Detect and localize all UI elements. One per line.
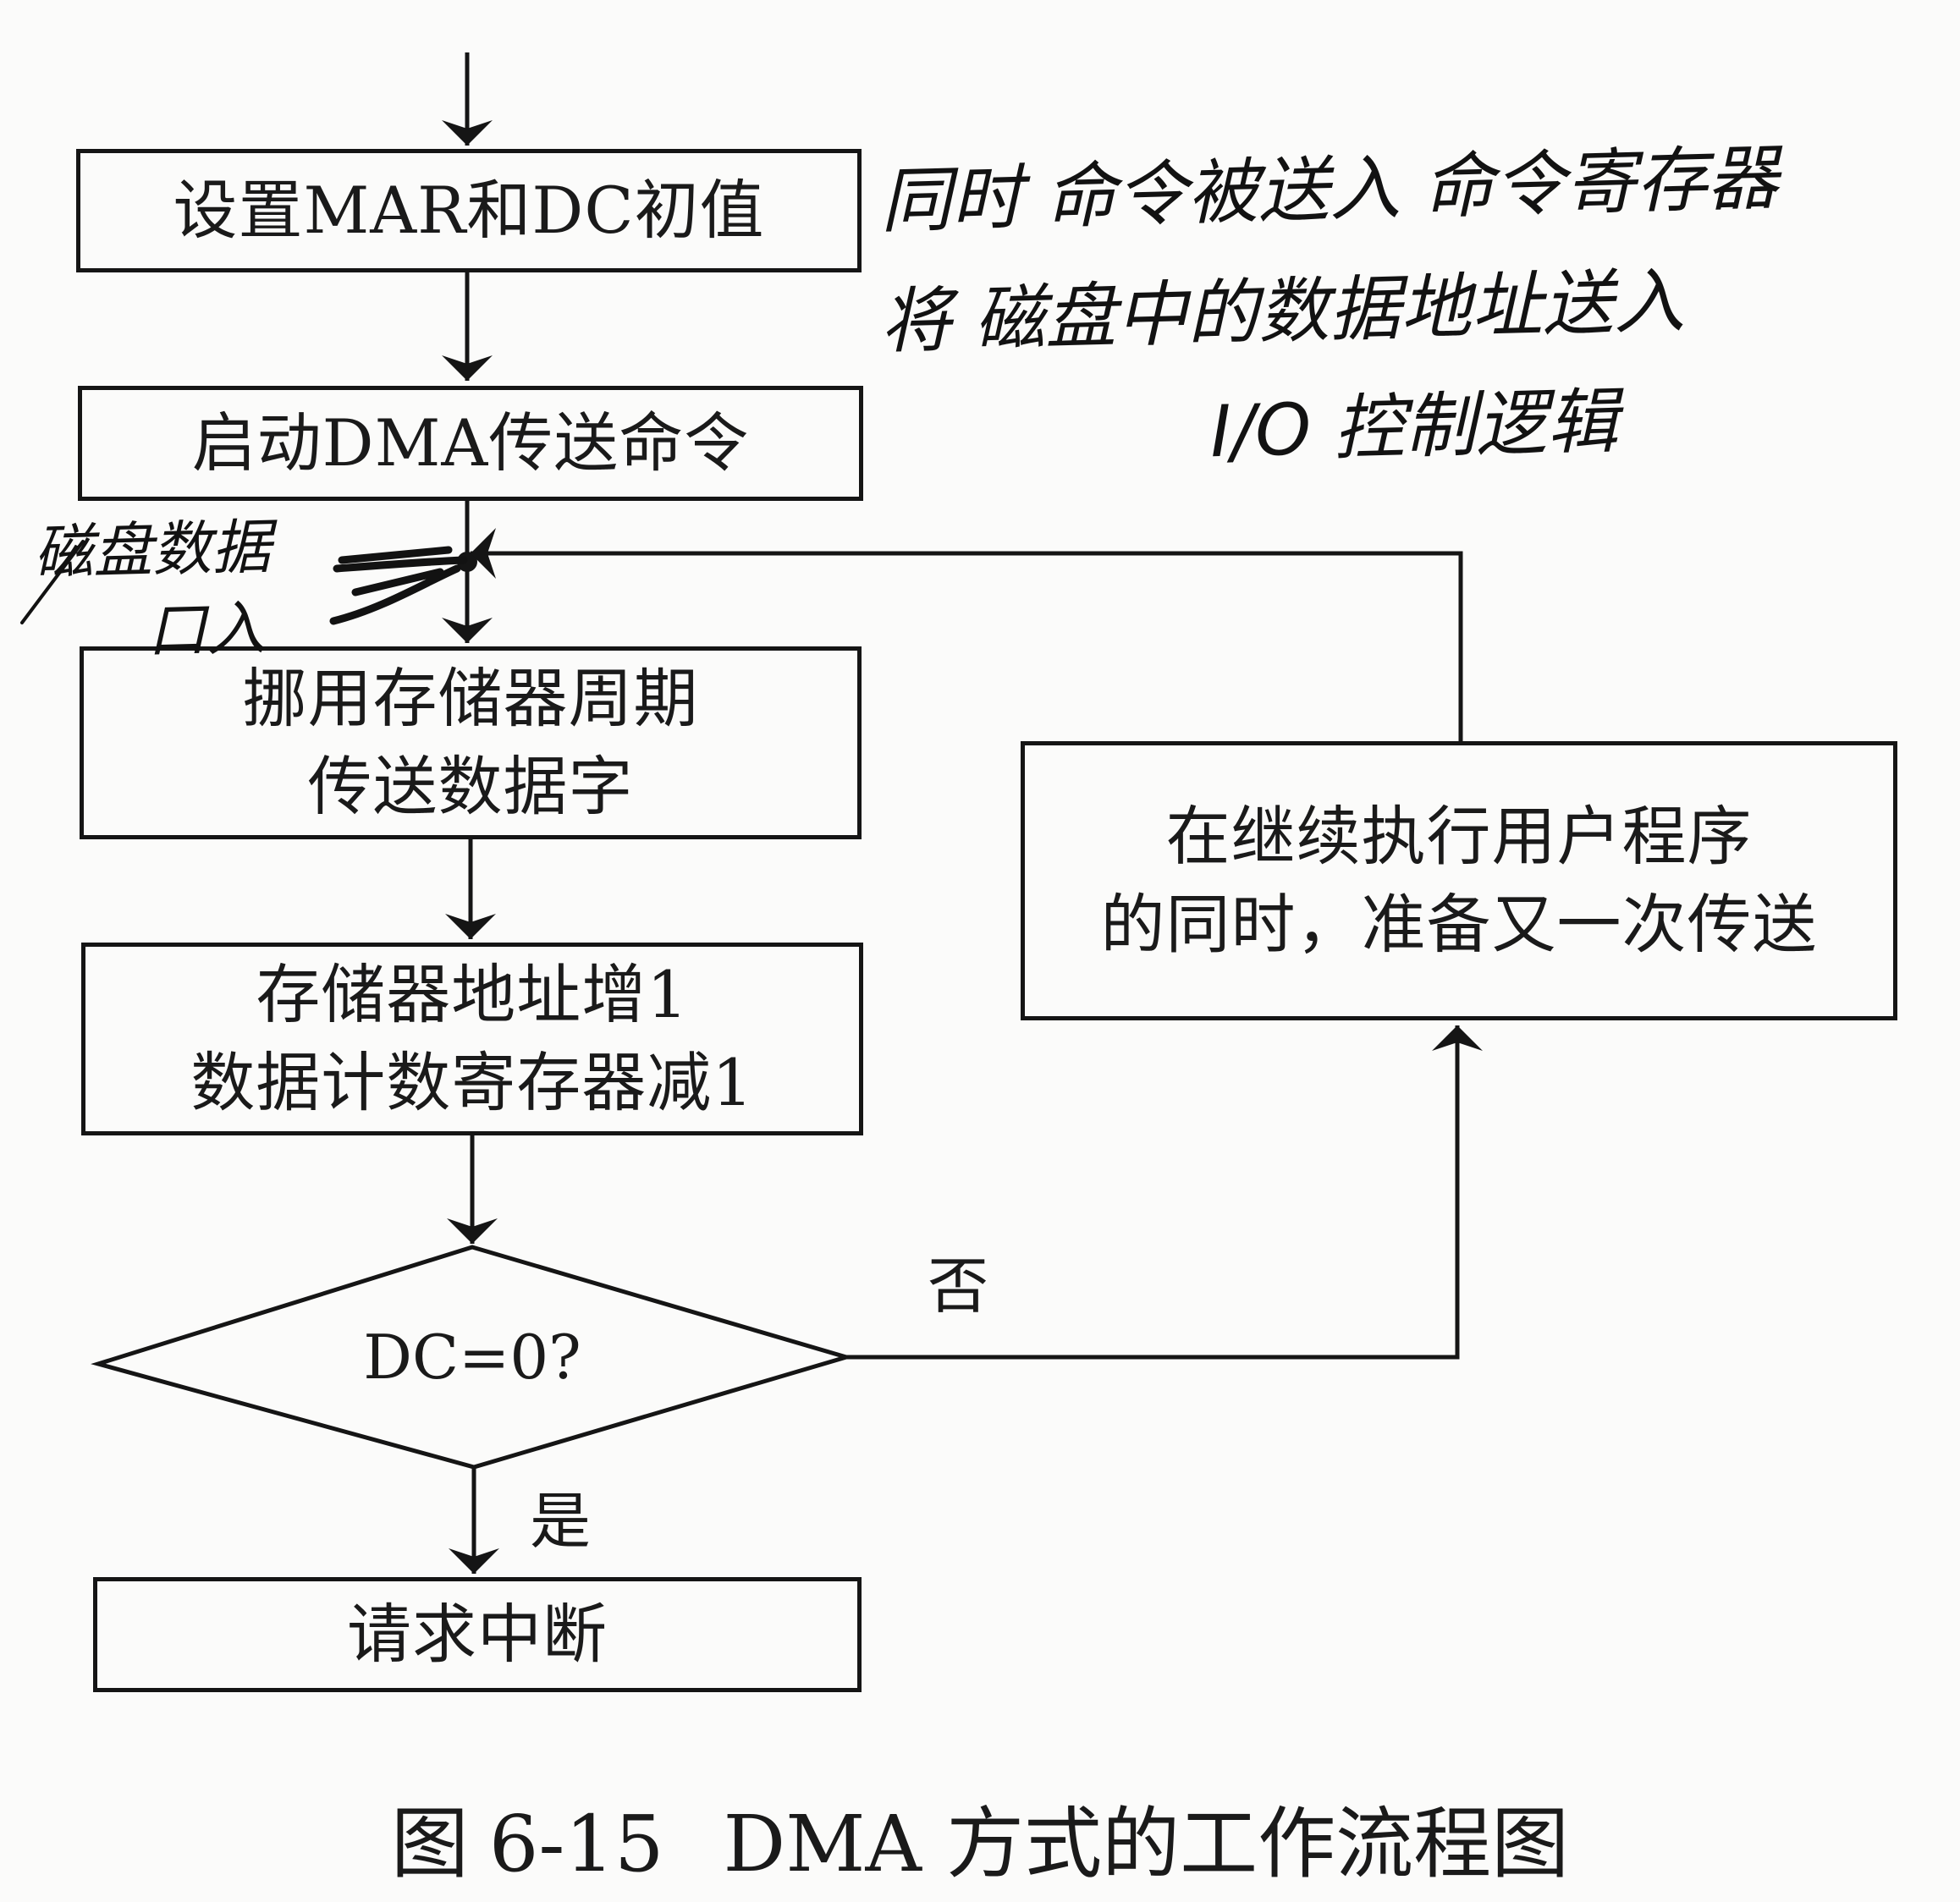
caption-number: 6-15	[488, 1799, 664, 1889]
step-cycle-steal-line2: 传送数据字	[307, 749, 634, 824]
handwritten-left-line1: 磁盘数据	[32, 512, 273, 588]
step-start-dma-label: 启动DMA传送命令	[191, 405, 750, 481]
handwritten-stroke-left	[20, 540, 85, 624]
handwritten-note-line3: I/O 控制逻辑	[1208, 379, 1620, 474]
caption-figure: 图	[390, 1799, 469, 1889]
loop-box-user-program: 在继续执行用户程序 的同时，准备又一次传送	[1021, 741, 1897, 1020]
handwritten-left-line2: 口入	[146, 593, 267, 666]
no-branch-label: 否	[928, 1251, 989, 1322]
line-decision-no	[846, 1025, 1483, 1360]
step-cycle-steal: 挪用存储器周期 传送数据字	[80, 646, 862, 839]
step-update-counters-line2: 数据计数寄存器减1	[190, 1045, 754, 1120]
step-set-mar-dc-label: 设置MAR和DC初值	[173, 173, 765, 248]
caption-title: DMA 方式的工作流程图	[723, 1799, 1570, 1889]
step-cycle-steal-line1: 挪用存储器周期	[242, 661, 699, 736]
step-request-interrupt: 请求中断	[93, 1577, 862, 1692]
step-update-counters: 存储器地址增1 数据计数寄存器减1	[81, 943, 863, 1135]
step-request-interrupt-label: 请求中断	[347, 1597, 608, 1672]
step-set-mar-dc: 设置MAR和DC初值	[76, 149, 862, 272]
handwritten-arrow-scribble	[329, 546, 468, 625]
step-update-counters-line1: 存储器地址增1	[256, 957, 689, 1032]
decision-label: DC=0?	[363, 1322, 581, 1393]
arrow-loop-back	[471, 528, 1463, 743]
step-start-dma: 启动DMA传送命令	[78, 386, 863, 501]
yes-branch-label: 是	[530, 1486, 592, 1557]
loop-box-line2: 的同时，准备又一次传送	[1100, 887, 1818, 962]
loop-box-line1: 在继续执行用户程序	[1165, 799, 1753, 874]
